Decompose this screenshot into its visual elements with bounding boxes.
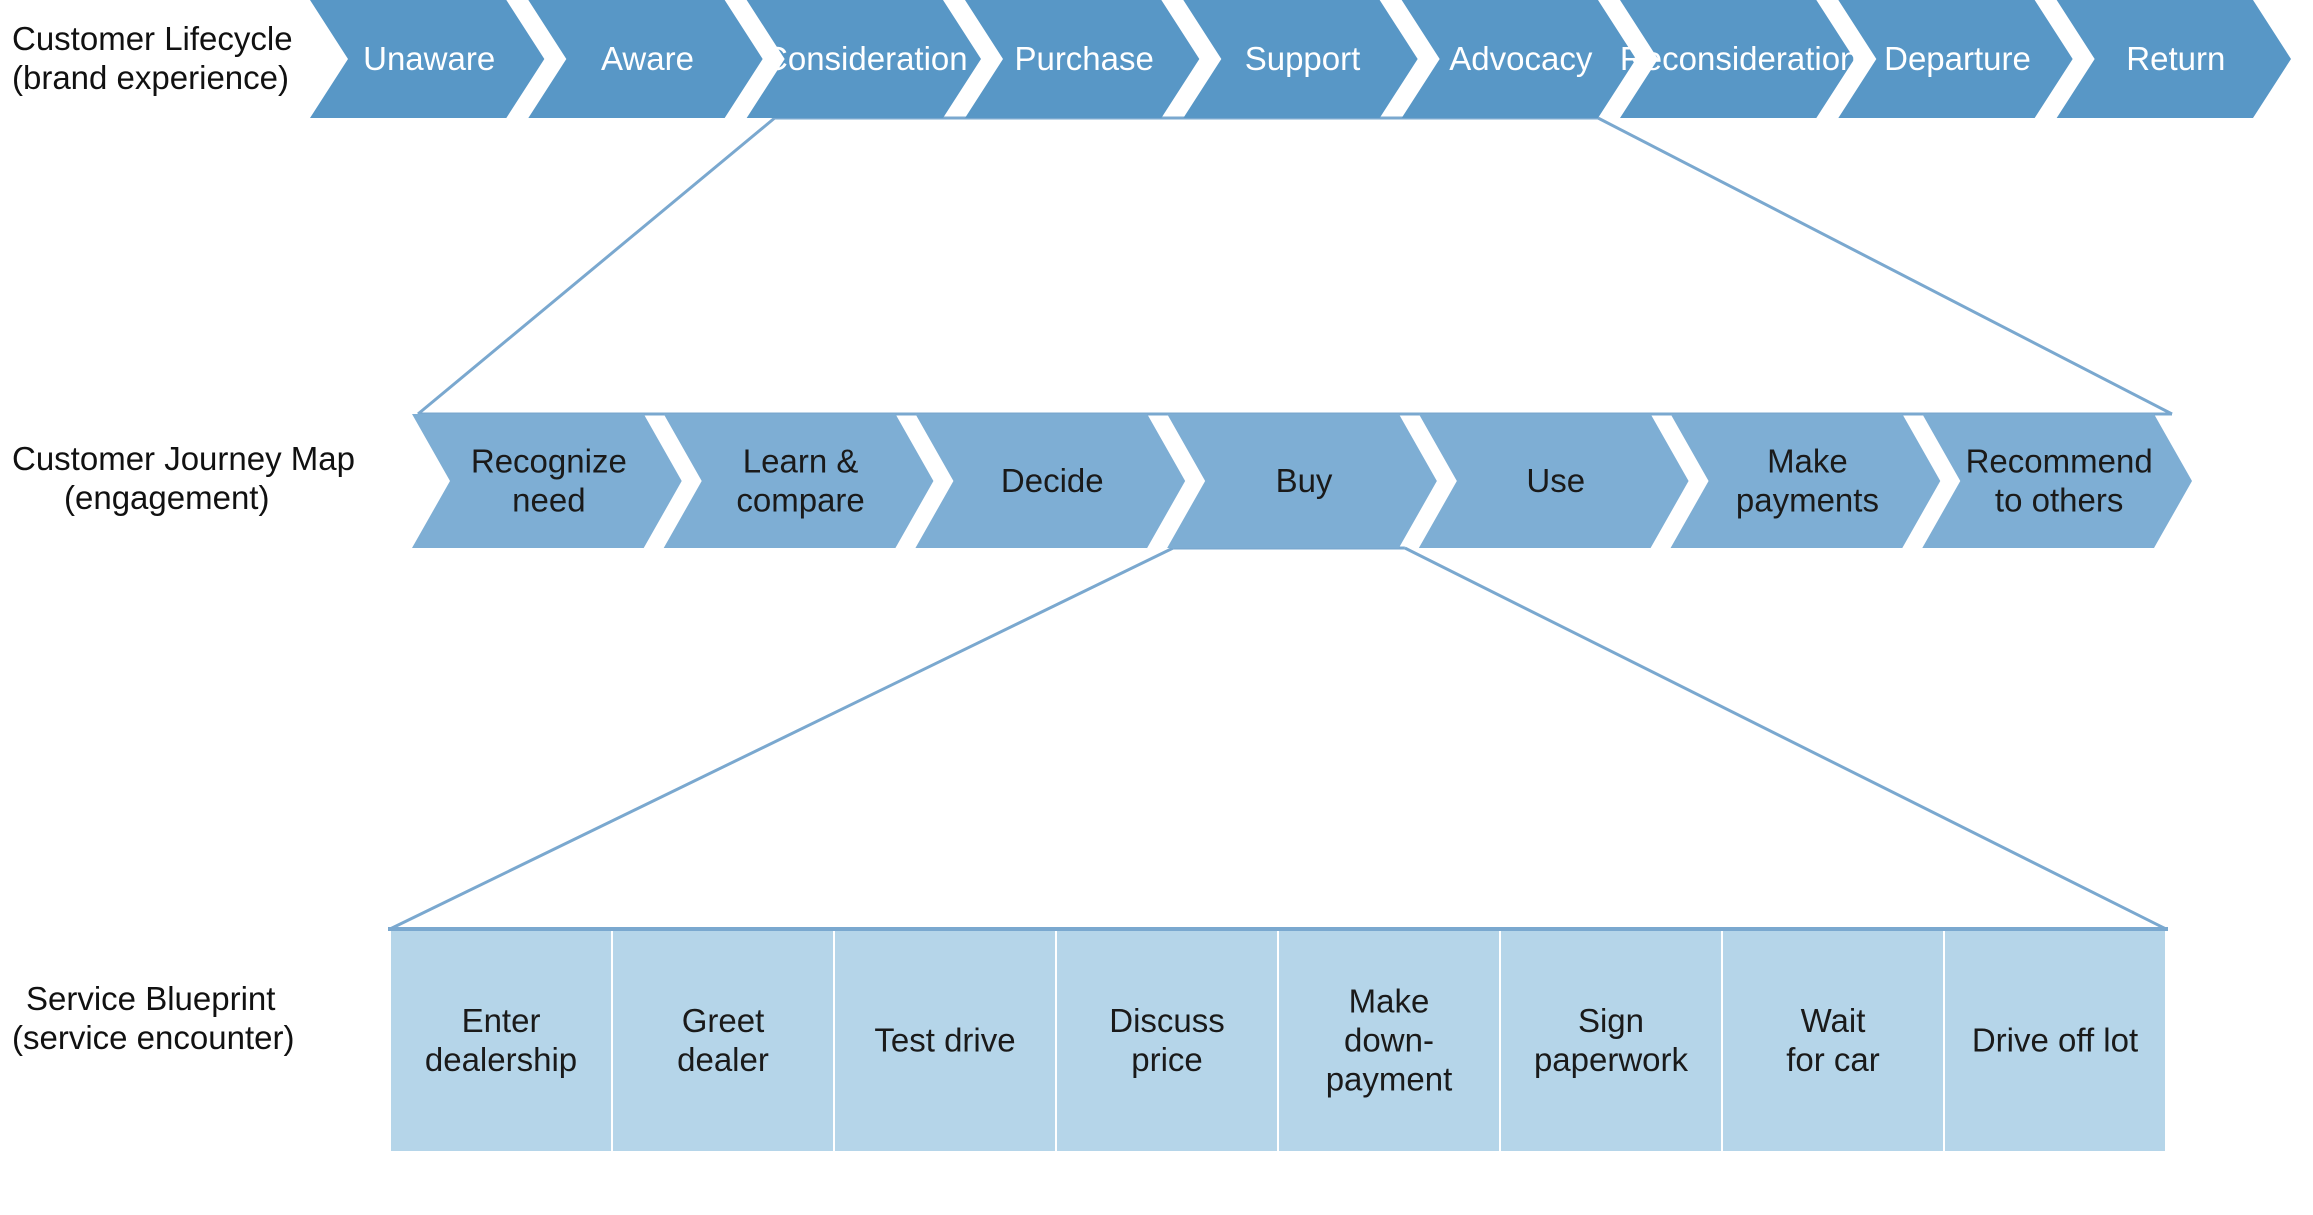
- blueprint-label-line: (service encounter): [12, 1019, 294, 1056]
- journey-label-line: Customer Journey Map: [12, 440, 355, 477]
- blueprint-step-label-line: Wait: [1801, 1002, 1866, 1039]
- journey-label-line: (engagement): [64, 479, 269, 516]
- lifecycle-stage-label: Advocacy: [1449, 40, 1593, 77]
- journey-stage-label: Use: [1526, 462, 1585, 499]
- lifecycle-label-line: (brand experience): [12, 59, 289, 96]
- lifecycle-stage-chevron: [2056, 0, 2291, 118]
- blueprint-step-label-line: dealer: [677, 1041, 769, 1078]
- blueprint-step-label-line: price: [1131, 1041, 1203, 1078]
- customer-lifecycle-row: Unaware Aware Consideration Purchase Support…: [310, 0, 2291, 118]
- lifecycle-stage-chevron: [1401, 0, 1636, 118]
- journey-stage-chevron: [412, 414, 682, 548]
- lifecycle-stage-chevron: [1838, 0, 2073, 118]
- lifecycle-stage-label: Reconsideration: [1620, 40, 1858, 77]
- blueprint-step-label-line: Test drive: [874, 1022, 1015, 1059]
- row-labels: Customer Lifecycle (brand experience) Cu…: [12, 20, 364, 1056]
- lifecycle-stage-chevron: [528, 0, 763, 118]
- zoom-connector-line: [1597, 116, 2173, 416]
- journey-stage-label: Learn &compare: [736, 443, 864, 519]
- lifecycle-stage-label: Support: [1245, 40, 1361, 77]
- zoom-connector-line: [389, 546, 1174, 931]
- journey-stage-label-line: Make: [1767, 443, 1848, 480]
- blueprint-step-label-line: down-: [1344, 1022, 1434, 1059]
- lifecycle-row-label: Customer Lifecycle (brand experience): [12, 20, 302, 96]
- lifecycle-stage-label-line: Consideration: [764, 40, 968, 77]
- lifecycle-stage-label: Return: [2126, 40, 2225, 77]
- lifecycle-stage-chevron: [1620, 0, 1855, 118]
- blueprint-row-label: Service Blueprint (service encounter): [12, 980, 294, 1056]
- blueprint-step-label: Drive off lot: [1972, 1022, 2138, 1059]
- blueprint-step-label-line: Enter: [462, 1002, 541, 1039]
- journey-stage-chevron: [1418, 414, 1689, 548]
- journey-stage-chevron: [915, 414, 1186, 548]
- journey-stage-chevron: [1922, 414, 2192, 548]
- blueprint-step-label-line: paperwork: [1534, 1041, 1689, 1078]
- journey-stage-label-line: compare: [736, 482, 864, 519]
- journey-stage-label-line: payments: [1736, 482, 1879, 519]
- journey-stage-label-line: Learn &: [743, 443, 859, 480]
- journey-stage-chevron: [1670, 414, 1941, 548]
- lifecycle-stage-label: Unaware: [363, 40, 495, 77]
- lifecycle-stage-chevron: [746, 0, 981, 118]
- journey-stage-label-line: Recognize: [471, 443, 627, 480]
- lifecycle-stage-label: Aware: [601, 40, 694, 77]
- blueprint-step-label-line: Make: [1349, 983, 1430, 1020]
- lifecycle-stage-label-line: Return: [2126, 40, 2225, 77]
- journey-stage-chevron: [663, 414, 934, 548]
- lifecycle-stage-label-line: Reconsideration: [1620, 40, 1858, 77]
- blueprint-step-label-line: for car: [1786, 1041, 1880, 1078]
- zoom-connector-line: [417, 116, 776, 416]
- journey-stage-label-line: Buy: [1276, 462, 1333, 499]
- blueprint-step-box: [1277, 928, 1501, 1153]
- lifecycle-stage-label-line: Unaware: [363, 40, 495, 77]
- zoom-connector-line: [1404, 546, 2167, 931]
- lifecycle-label-line: Customer Lifecycle: [12, 20, 293, 57]
- journey-stage-chevron: [1167, 414, 1437, 548]
- lifecycle-stage-label-line: Departure: [1884, 40, 2031, 77]
- blueprint-step-label: Test drive: [874, 1022, 1015, 1059]
- journey-stage-label: Buy: [1276, 462, 1333, 499]
- lifecycle-stage-label-line: Support: [1245, 40, 1361, 77]
- lifecycle-stage-label-line: Advocacy: [1449, 40, 1593, 77]
- journey-stage-label-line: Recommend: [1966, 443, 2153, 480]
- lifecycle-stage-chevron: [965, 0, 1200, 118]
- journey-stage-label-line: Use: [1526, 462, 1585, 499]
- blueprint-step-label-line: Discuss: [1109, 1002, 1225, 1039]
- lifecycle-stage-chevron: [310, 0, 545, 118]
- lifecycle-stage-label-line: Purchase: [1014, 40, 1153, 77]
- journey-stage-label-line: to others: [1995, 482, 2123, 519]
- blueprint-step-box: [1499, 928, 1723, 1153]
- blueprint-step-label-line: payment: [1326, 1061, 1453, 1098]
- journey-stage-label: Decide: [1001, 462, 1104, 499]
- blueprint-step-box: [389, 928, 613, 1153]
- journey-row-label: Customer Journey Map (engagement): [12, 440, 364, 516]
- lifecycle-stage-label-line: Aware: [601, 40, 694, 77]
- lifecycle-stage-label: Consideration: [764, 40, 968, 77]
- blueprint-label-line: Service Blueprint: [26, 980, 275, 1017]
- lifecycle-stage-label: Departure: [1884, 40, 2031, 77]
- blueprint-step-label-line: Drive off lot: [1972, 1022, 2138, 1059]
- blueprint-step-box: [1055, 928, 1279, 1153]
- blueprint-step-label-line: Greet: [682, 1002, 765, 1039]
- blueprint-step-label-line: Sign: [1578, 1002, 1644, 1039]
- blueprint-step-box: [833, 928, 1057, 1153]
- journey-stage-label-line: need: [512, 482, 585, 519]
- blueprint-step-label-line: dealership: [425, 1041, 577, 1078]
- lifecycle-stage-label: Purchase: [1014, 40, 1153, 77]
- journey-stage-label-line: Decide: [1001, 462, 1104, 499]
- lifecycle-stage-chevron: [1183, 0, 1418, 118]
